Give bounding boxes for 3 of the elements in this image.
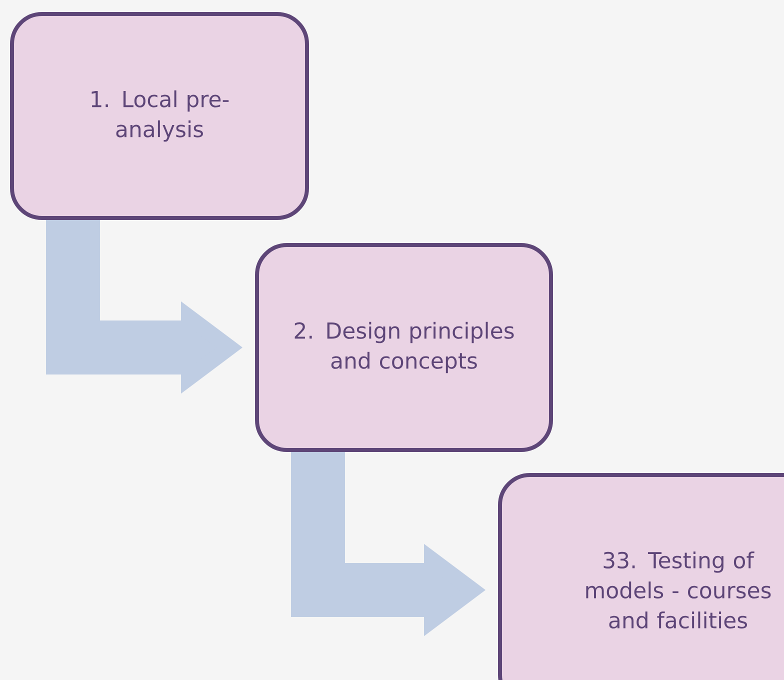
process-box: 33. Testing of models - courses and facilities [498,473,784,680]
process-box: 2. Design principles and concepts [255,243,553,452]
process-box: 1. Local pre-analysis [10,12,309,220]
